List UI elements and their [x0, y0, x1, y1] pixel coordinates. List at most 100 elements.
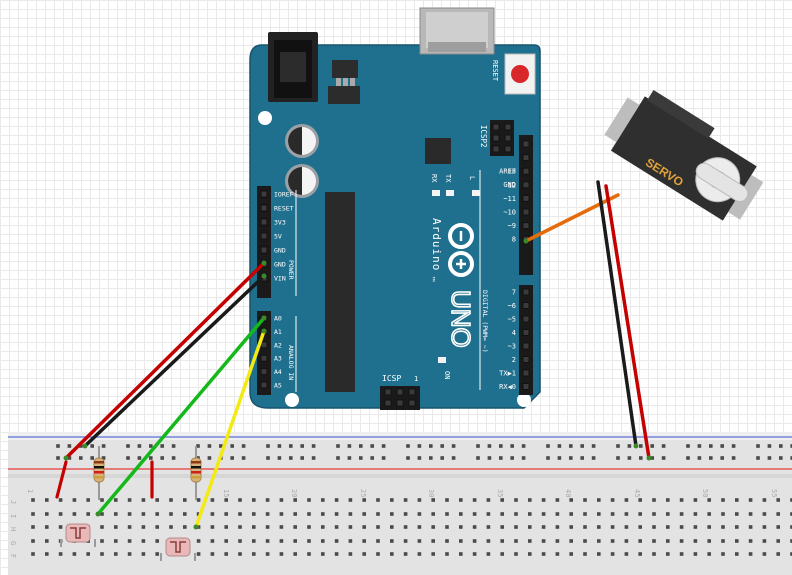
column-number: 35 — [496, 489, 504, 497]
header-pin — [260, 381, 268, 389]
breadboard-hole — [101, 444, 106, 448]
breadboard-hole — [127, 525, 132, 529]
breadboard-hole — [321, 512, 325, 516]
breadboard-hole — [445, 512, 449, 516]
breadboard-hole — [597, 552, 601, 556]
header-pin — [522, 181, 530, 189]
breadboard-hole — [362, 539, 366, 543]
breadboard-hole — [472, 552, 477, 556]
header-pin — [522, 194, 530, 202]
breadboard-hole — [79, 444, 83, 448]
breadboard-hole — [445, 525, 449, 529]
photoresistor — [160, 537, 196, 561]
breadboard-hole — [307, 512, 311, 516]
breadboard-hole — [252, 525, 256, 529]
breadboard-hole — [721, 498, 725, 502]
breadboard-hole — [321, 498, 325, 502]
header-pin — [260, 232, 268, 240]
breadboard-hole — [679, 525, 684, 529]
breadboard-hole — [238, 525, 242, 529]
breadboard-hole — [597, 498, 601, 502]
breadboard-hole — [661, 444, 666, 448]
header-pin — [522, 288, 530, 296]
breadboard-hole — [362, 512, 366, 516]
breadboard-hole — [307, 539, 311, 543]
resistor — [93, 446, 105, 500]
breadboard-hole — [362, 525, 366, 529]
header-pin — [522, 302, 530, 309]
breadboard-hole — [616, 456, 620, 460]
breadboard-hole — [767, 444, 772, 448]
breadboard-hole — [224, 552, 228, 556]
power-pin-label: GND — [274, 261, 286, 269]
breadboard-hole — [160, 456, 164, 460]
breadboard-hole — [748, 525, 753, 529]
breadboard-hole — [731, 444, 736, 448]
breadboard-hole — [230, 444, 234, 448]
breadboard-hole — [666, 498, 670, 502]
breadboard-hole — [693, 512, 698, 516]
breadboard-hole — [196, 539, 201, 543]
breadboard-hole — [210, 512, 215, 516]
breadboard-hole — [735, 539, 739, 543]
breadboard-hole — [472, 498, 477, 502]
breadboard-hole — [624, 539, 629, 543]
breadboard-hole — [555, 498, 560, 502]
breadboard-hole — [597, 539, 601, 543]
breadboard-hole — [58, 512, 63, 516]
voltage-regulator — [328, 60, 360, 104]
breadboard-hole — [279, 498, 284, 502]
breadboard-hole — [555, 539, 560, 543]
breadboard-hole — [510, 456, 514, 460]
breadboard-hole — [697, 444, 702, 448]
breadboard-hole — [390, 525, 394, 529]
breadboard-hole — [652, 525, 656, 529]
breadboard-hole — [334, 512, 339, 516]
breadboard-hole — [362, 552, 366, 556]
breadboard-hole — [472, 512, 477, 516]
breadboard-hole — [693, 525, 698, 529]
breadboard-hole — [748, 512, 753, 516]
breadboard-hole — [627, 456, 632, 460]
breadboard-hole — [100, 512, 104, 516]
header-pin — [522, 140, 530, 148]
breadboard-hole — [666, 525, 670, 529]
breadboard-hole — [114, 539, 118, 543]
analog-pin-label: A3 — [274, 355, 282, 363]
analog-pin-label: A2 — [274, 341, 282, 349]
header-pin — [396, 388, 404, 396]
breadboard-hole — [72, 512, 77, 516]
breadboard-hole — [279, 552, 284, 556]
power-header — [257, 186, 271, 298]
breadboard-hole — [666, 539, 670, 543]
breadboard-hole — [514, 512, 518, 516]
power-pin-label: 5V — [274, 233, 282, 241]
breadboard-hole — [610, 498, 615, 502]
breadboard-hole — [279, 525, 284, 529]
breadboard-hole — [56, 456, 60, 460]
breadboard-hole — [624, 512, 629, 516]
reset-button[interactable] — [504, 53, 536, 95]
breadboard-hole — [720, 444, 724, 448]
header-pin — [522, 315, 530, 323]
breadboard-hole — [406, 456, 410, 460]
servo-motor: SERVO — [604, 90, 764, 221]
photoresistor — [60, 523, 96, 547]
wire-a1-yellow — [194, 329, 266, 529]
breadboard-hole — [756, 444, 760, 448]
icsp-header — [380, 386, 420, 410]
breadboard-hole — [376, 498, 380, 502]
breadboard-hole — [776, 525, 780, 529]
breadboard-hole — [661, 456, 666, 460]
breadboard-hole — [265, 525, 270, 529]
breadboard-hole — [767, 456, 772, 460]
breadboard-hole — [58, 525, 63, 529]
breadboard-hole — [86, 552, 90, 556]
breadboard-hole — [336, 456, 340, 460]
breadboard-hole — [224, 525, 228, 529]
breadboard-hole — [510, 444, 514, 448]
breadboard-hole — [348, 498, 353, 502]
breadboard-hole — [279, 512, 284, 516]
breadboard-hole — [748, 498, 753, 502]
